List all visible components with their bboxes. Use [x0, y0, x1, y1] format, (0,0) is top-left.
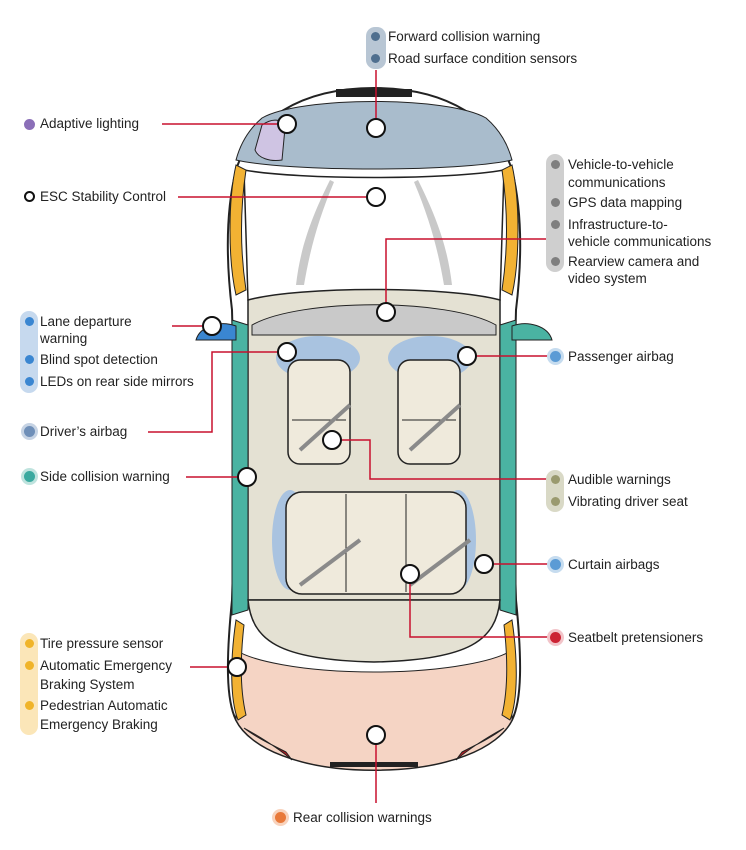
- esc-label: ESC Stability Control: [40, 189, 167, 204]
- vibrating-dot: [551, 497, 560, 506]
- seatbelt-label: Seatbelt pretensioners: [568, 630, 704, 645]
- lane-departure-dot: [25, 317, 34, 326]
- road-surface-label: Road surface condition sensors: [388, 51, 578, 66]
- curtain-dot: [550, 559, 561, 570]
- blind-spot-dot: [25, 355, 34, 364]
- windshield-reflection-left: [296, 180, 334, 285]
- callout-esc: [366, 187, 386, 207]
- callout-v2v: [376, 302, 396, 322]
- adaptive-light-zone: [254, 119, 286, 161]
- side-collision-label: Side collision warning: [40, 469, 170, 484]
- rear-right-tail: [455, 727, 505, 761]
- front-right-seat: [397, 359, 461, 465]
- rear-bumper-bar: [330, 762, 418, 767]
- adaptive-lighting-dot: [24, 119, 35, 130]
- lane-group-bg: [20, 311, 38, 393]
- v2v-group-bg: [546, 154, 564, 272]
- callout-audible: [322, 430, 342, 450]
- callout-tire: [227, 657, 247, 677]
- left-side-strip: [231, 319, 249, 616]
- v2v-label-2: communications: [568, 175, 666, 190]
- callout-driver-airbag: [277, 342, 297, 362]
- right-mirror: [511, 323, 553, 341]
- rear-bench: [285, 491, 467, 595]
- callout-adaptive: [277, 114, 297, 134]
- callout-side: [237, 467, 257, 487]
- infra-dot: [551, 220, 560, 229]
- callout-seatbelt: [400, 564, 420, 584]
- leds-mirrors-label: LEDs on rear side mirrors: [40, 374, 194, 389]
- rearview-label-1: Rearview camera and: [568, 254, 700, 269]
- rearview-label-2: video system: [568, 271, 647, 286]
- side-collision-dot: [24, 471, 35, 482]
- rear-left-tail: [243, 727, 293, 761]
- tire-label: Tire pressure sensor: [40, 636, 164, 651]
- gps-label: GPS data mapping: [568, 195, 683, 210]
- lane-departure-label-2: warning: [40, 331, 88, 346]
- callout-forward: [366, 118, 386, 138]
- grille: [336, 89, 412, 97]
- forward-collision-label: Forward collision warning: [388, 29, 541, 44]
- leds-mirrors-dot: [25, 377, 34, 386]
- paeb-dot: [25, 701, 34, 710]
- forward-collision-dot: [371, 32, 380, 41]
- infra-label-2: vehicle communications: [568, 234, 712, 249]
- infra-label-1: Infrastructure-to-: [568, 217, 668, 232]
- seatbelt-dot: [550, 632, 561, 643]
- driver-airbag-label: Driver’s airbag: [40, 424, 128, 439]
- callout-curtain: [474, 554, 494, 574]
- trunk-zone: [235, 649, 513, 771]
- passenger-airbag-dot: [550, 351, 561, 362]
- right-side-strip: [499, 319, 517, 616]
- blind-spot-label: Blind spot detection: [40, 352, 158, 367]
- rear-deck: [247, 599, 501, 663]
- aeb-label-2: Braking System: [40, 677, 135, 692]
- adaptive-lighting-label: Adaptive lighting: [40, 116, 140, 131]
- rear-right-light: [501, 619, 517, 721]
- callout-rear: [366, 725, 386, 745]
- rearview-dot: [551, 257, 560, 266]
- tire-dot: [25, 639, 34, 648]
- roof-sensor-zone: [251, 304, 497, 336]
- tire-group-bg: [20, 633, 38, 735]
- v2v-label-1: Vehicle-to-vehicle: [568, 157, 674, 172]
- paeb-label-2: Emergency Braking: [40, 717, 158, 732]
- esc-ring: [24, 191, 35, 202]
- rear-collision-dot: [275, 812, 286, 823]
- audible-dot: [551, 475, 560, 484]
- paeb-label-1: Pedestrian Automatic: [40, 698, 168, 713]
- rear-collision-label: Rear collision warnings: [293, 810, 432, 825]
- road-surface-dot: [371, 54, 380, 63]
- curtain-label: Curtain airbags: [568, 557, 660, 572]
- callout-passenger-airbag: [457, 346, 477, 366]
- driver-airbag-dot: [24, 426, 35, 437]
- lane-departure-label-1: Lane departure: [40, 314, 132, 329]
- gps-dot: [551, 198, 560, 207]
- front-right-side-light: [501, 164, 519, 296]
- v2v-dot: [551, 160, 560, 169]
- aeb-label-1: Automatic Emergency: [40, 658, 173, 673]
- callout-lane: [202, 316, 222, 336]
- audible-label: Audible warnings: [568, 472, 671, 487]
- vibrating-label: Vibrating driver seat: [568, 494, 688, 509]
- windshield-reflection-right: [414, 180, 452, 285]
- passenger-airbag-label: Passenger airbag: [568, 349, 674, 364]
- aeb-dot: [25, 661, 34, 670]
